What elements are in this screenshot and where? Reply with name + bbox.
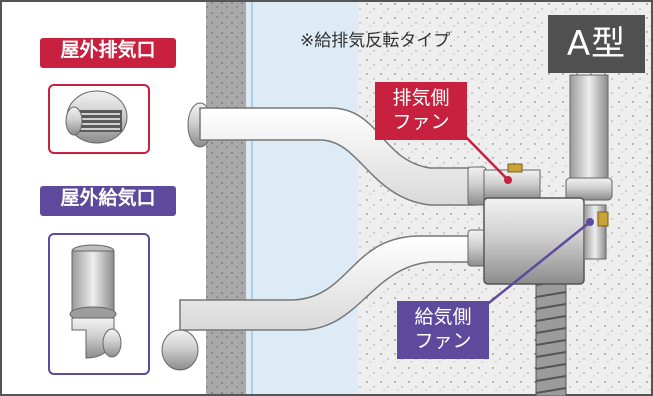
exhaust-fan-line2: ファン xyxy=(392,111,450,133)
indoor-duct-upper xyxy=(569,74,609,196)
ventilation-unit xyxy=(483,197,585,285)
supply-wall-cap xyxy=(161,329,199,371)
exhaust-fan-callout: 排気側 ファン xyxy=(375,82,467,140)
insulation-layer xyxy=(246,0,358,396)
exhaust-fan-leader xyxy=(461,132,509,181)
outdoor-supply-label: 屋外給気口 xyxy=(40,186,176,216)
supply-fan-line1: 給気側 xyxy=(414,306,472,329)
supply-fan-callout: 給気側 ファン xyxy=(397,301,489,359)
supply-elbow-frame xyxy=(48,233,150,375)
exhaust-fan-line1: 排気側 xyxy=(392,87,450,110)
type-badge: A型 xyxy=(548,15,645,73)
exhaust-hood-illustration xyxy=(65,90,128,144)
supply-elbow-illustration xyxy=(69,244,122,359)
supply-fan-leader xyxy=(479,221,591,311)
exhaust-collar xyxy=(467,166,487,206)
exhaust-hood-frame xyxy=(48,84,150,154)
reversal-type-note: ※給排気反転タイプ xyxy=(300,31,451,51)
supply-fan-line2: ファン xyxy=(414,330,472,352)
exterior-wall xyxy=(206,0,246,396)
outdoor-exhaust-label: 屋外排気口 xyxy=(40,38,176,68)
unit-top-plate xyxy=(483,169,541,201)
